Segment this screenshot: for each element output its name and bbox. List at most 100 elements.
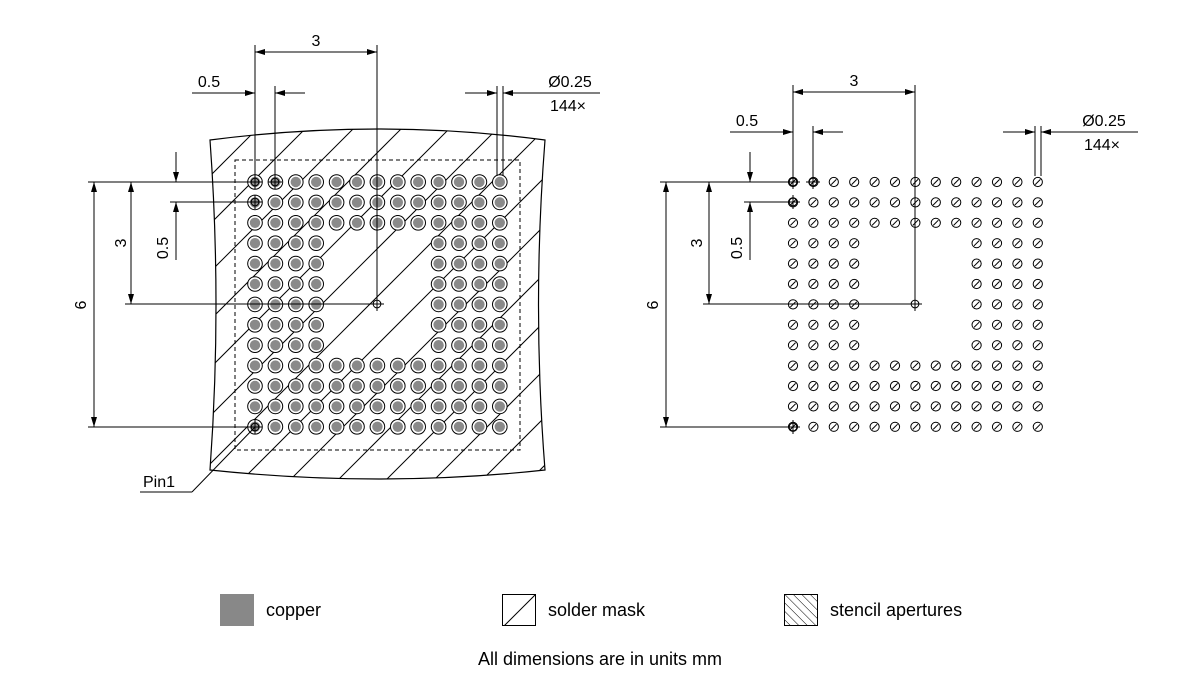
stencil-aperture [849,217,860,228]
copper-pad [430,337,447,354]
mask-hatch-line [355,129,545,479]
stencil-aperture [808,278,819,290]
copper-pad [471,398,488,415]
copper-pad [328,378,345,394]
mask-hatch-line [884,90,1200,510]
copper-pad [267,378,284,394]
copper-pad [430,255,447,272]
stencil-aperture [910,421,921,432]
mask-hatch-line [788,90,1200,510]
copper-pad [288,317,304,333]
stencil-aperture [1032,319,1043,330]
copper-pad [430,398,447,415]
legend-label-stencil-apertures: stencil apertures [830,599,963,620]
stencil-aperture [808,340,819,351]
copper-pad [451,398,467,415]
stencil-aperture [951,217,962,228]
crosshair-marker [370,297,384,311]
copper-pad [288,194,304,211]
copper-pad [308,276,325,292]
copper-pad [390,215,406,231]
copper-pad [451,255,467,272]
copper-pad [471,317,488,333]
right-arrowheads [663,89,1051,427]
stencil-aperture [930,217,941,228]
stencil-aperture [1012,340,1023,351]
copper-pad [471,194,488,211]
stencil-aperture [849,380,860,392]
stencil-aperture [828,340,839,351]
stencil-aperture [828,238,839,249]
mask-hatch-line [307,129,545,479]
crosshair-marker [806,175,820,189]
copper-pad [430,378,447,394]
mask-hatch-line [210,129,545,479]
copper-pad [349,419,365,435]
left-arrowheads [91,49,513,427]
copper-swatch-icon [220,594,254,626]
stencil-aperture-array [787,176,1043,432]
stencil-aperture [787,360,799,371]
stencil-aperture [1012,278,1023,290]
copper-pad-array [247,174,508,435]
mask-hatch-line [692,90,1112,510]
copper-pad [267,398,284,415]
stencil-aperture [869,421,880,432]
copper-pad [247,215,263,231]
left-count-label: 144× [550,98,586,115]
stencil-aperture [971,421,982,432]
copper-pad [247,255,263,272]
stencil-aperture [971,340,982,351]
copper-pad [308,174,325,190]
copper-pad [267,255,284,272]
copper-pad [451,276,467,292]
stencil-aperture [808,421,819,432]
stencil-aperture [971,401,982,412]
copper-pad [390,378,406,394]
stencil-aperture [828,401,839,412]
stencil-aperture [787,319,799,330]
stencil-aperture [787,380,799,392]
crosshair-marker [786,175,800,189]
copper-pad [328,174,345,190]
stencil-aperture [849,176,860,188]
reference-crosshairs-right [786,175,922,434]
stencil-aperture [869,360,880,371]
stencil-aperture [1032,258,1043,269]
stencil-aperture [991,278,1003,290]
stencil-aperture [1012,319,1023,330]
stencil-aperture [991,217,1003,228]
stencil-aperture [808,217,819,228]
copper-pad [308,378,325,394]
copper-pad [390,357,406,374]
copper-pad [492,194,508,211]
mask-hatch-line [259,129,545,479]
copper-pad [410,215,427,231]
copper-pad [288,419,304,435]
stencil-aperture [930,197,941,208]
copper-pad [328,215,345,231]
stencil-aperture [1032,278,1043,290]
stencil-aperture [930,360,941,371]
crosshair-marker [786,195,800,209]
copper-pad [492,357,508,374]
legend-label-solder-mask: solder mask [548,599,646,620]
stencil-aperture [808,258,819,269]
stencil-aperture [991,340,1003,351]
stencil-aperture [787,238,799,249]
crosshair-marker [908,297,922,311]
copper-pad [471,337,488,354]
stencil-aperture [808,401,819,412]
stencil-aperture [787,340,799,351]
copper-pad [492,174,508,190]
legend-item-solder-mask: solder mask [502,593,645,627]
copper-pad [308,337,325,354]
copper-pad [288,378,304,394]
stencil-aperture [930,401,941,412]
copper-pad [247,235,263,251]
copper-pad [369,419,386,435]
stencil-aperture [971,380,982,392]
stencil-aperture [889,360,901,371]
stencil-aperture [951,360,962,371]
stencil-aperture [991,319,1003,330]
